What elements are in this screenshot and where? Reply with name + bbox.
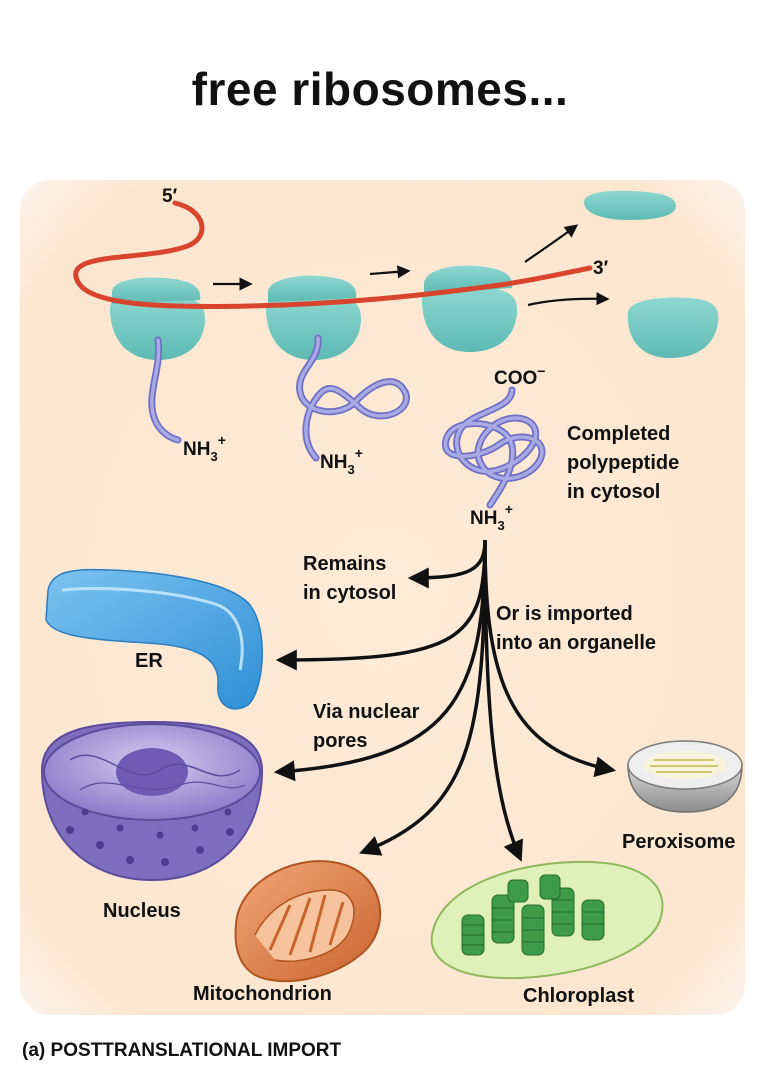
completed-label-line-3: in cytosol [567, 481, 660, 503]
er-illustration [45, 568, 263, 710]
nuclear-label-line-1: Via nuclear [313, 701, 420, 723]
released-small-subunit [584, 190, 676, 220]
peroxisome-illustration [627, 740, 743, 813]
completed-label-line-1: Completed [567, 423, 670, 445]
three-prime-label: 3′ [593, 258, 609, 279]
released-large-subunit [627, 297, 719, 358]
caption-text: POSTTRANSLATIONAL IMPORT [50, 1040, 342, 1061]
arrow-to-chloroplast [483, 539, 523, 862]
remains-label-line-2: in cytosol [303, 582, 396, 604]
page-title: free ribosomes... [191, 63, 569, 115]
nucleus-illustration [40, 720, 264, 882]
nuclear-label-line-2: pores [313, 730, 367, 752]
movement-arrow-2 [369, 265, 411, 279]
chloroplast-illustration [430, 860, 664, 980]
mitochondrion-label: Mitochondrion [193, 983, 332, 1005]
mrna-strand [73, 200, 593, 310]
five-prime-label: 5′ [162, 186, 178, 207]
imported-label-line-2: into an organelle [496, 632, 656, 654]
nh3-label-2: NH3+ [320, 445, 363, 477]
ribosome-2 [266, 275, 361, 360]
mitochondrion-illustration [234, 860, 382, 983]
er-label: ER [135, 650, 163, 672]
caption-part-label: (a) [22, 1040, 46, 1061]
release-arrow-right [527, 292, 610, 307]
chloroplast-label: Chloroplast [523, 985, 634, 1007]
remains-label-line-1: Remains [303, 553, 386, 575]
completed-label-line-2: polypeptide [567, 452, 679, 474]
arrow-to-peroxisome [483, 539, 617, 778]
nucleus-label: Nucleus [103, 900, 181, 922]
fate-arrows [273, 539, 617, 862]
coo-label: COO− [494, 363, 545, 389]
completed-polypeptide [441, 386, 546, 509]
ribosome-3 [422, 265, 517, 352]
figure-caption: (a) POSTTRANSLATIONAL IMPORT [22, 1040, 341, 1062]
nh3-label-3: NH3+ [470, 501, 513, 533]
peroxisome-label: Peroxisome [622, 831, 735, 853]
nh3-label-1: NH3+ [183, 432, 226, 464]
ribosome-1 [110, 277, 205, 360]
imported-label-line-1: Or is imported [496, 603, 633, 625]
release-arrow-up [524, 224, 579, 263]
